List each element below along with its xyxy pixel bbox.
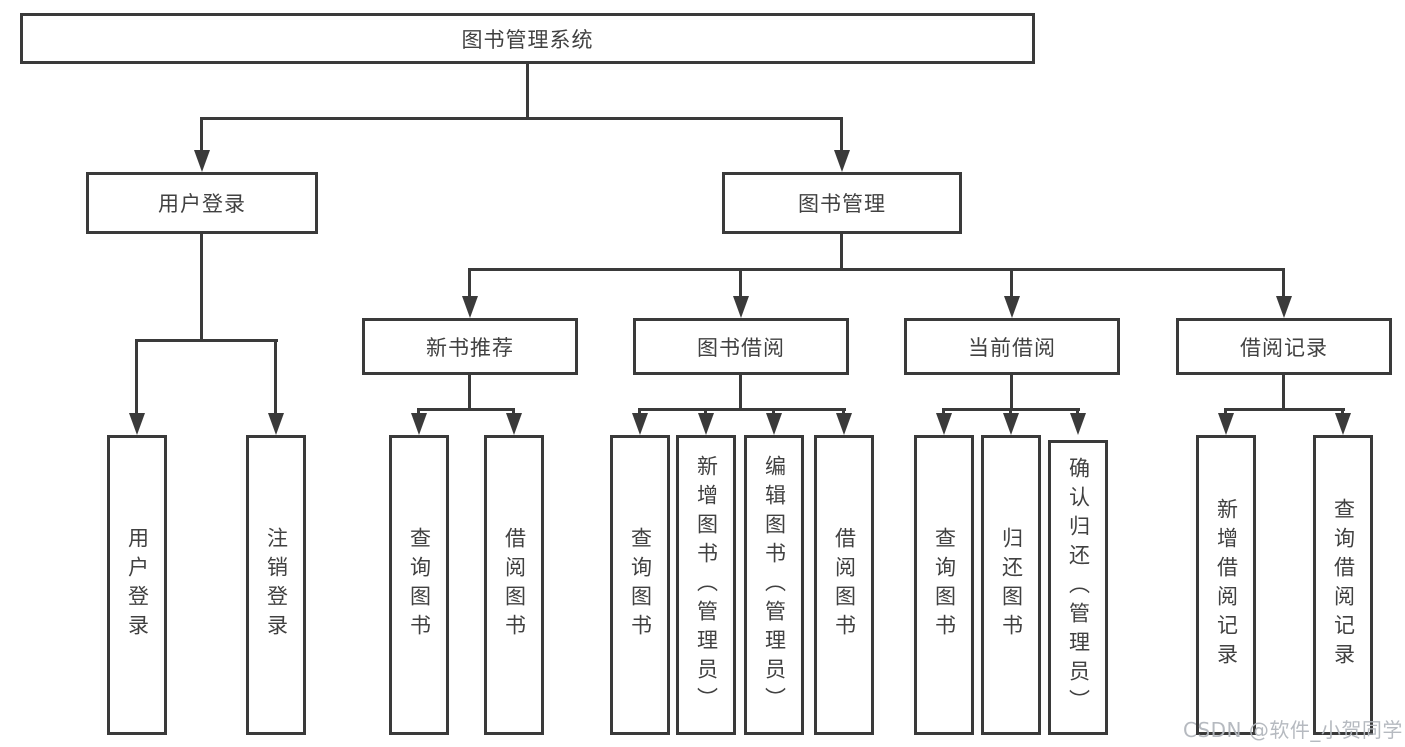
connector-line [512, 408, 515, 416]
arrow-down-icon [268, 413, 284, 435]
arrow-down-icon [632, 413, 648, 435]
connector-line [526, 64, 529, 117]
leaf-label: 借阅图书 [832, 527, 857, 643]
node-borrow-records: 借阅记录 [1176, 318, 1392, 375]
leaf-add-borrow-record: 新增借阅记录 [1196, 435, 1256, 735]
node-user-login: 用户登录 [86, 172, 318, 234]
connector-line [135, 339, 138, 413]
connector-line [417, 408, 515, 411]
arrow-down-icon [834, 150, 850, 172]
connector-line [468, 268, 471, 296]
connector-line [1010, 268, 1013, 296]
leaf-label: 确认归还（管理员） [1066, 457, 1091, 718]
arrow-down-icon [733, 296, 749, 318]
leaf-label: 注销登录 [264, 527, 289, 643]
arrow-down-icon [1218, 413, 1234, 435]
node-label: 图书管理系统 [461, 27, 594, 52]
connector-line [1010, 375, 1013, 408]
connector-line [842, 408, 845, 416]
arrow-down-icon [194, 150, 210, 172]
connector-line [274, 339, 277, 413]
leaf-confirm-return-admin: 确认归还（管理员） [1048, 440, 1108, 735]
leaf-label: 新增图书（管理员） [694, 454, 719, 716]
connector-line [135, 339, 278, 342]
node-label: 用户登录 [158, 192, 246, 216]
connector-line [417, 408, 420, 416]
arrow-down-icon [1003, 413, 1019, 435]
arrow-down-icon [506, 413, 522, 435]
node-label: 当前借阅 [968, 335, 1056, 360]
node-current-borrow: 当前借阅 [904, 318, 1120, 375]
connector-line [1224, 408, 1345, 411]
connector-line [739, 268, 742, 296]
connector-line [638, 408, 846, 411]
connector-line [739, 375, 742, 408]
connector-line [704, 408, 707, 416]
leaf-borrow-book-recommend: 借阅图书 [484, 435, 544, 735]
leaf-add-book-admin: 新增图书（管理员） [676, 435, 736, 735]
node-new-book-recommend: 新书推荐 [362, 318, 578, 375]
leaf-query-borrow-record: 查询借阅记录 [1313, 435, 1373, 735]
arrow-down-icon [698, 413, 714, 435]
arrow-down-icon [411, 413, 427, 435]
arrow-down-icon [1004, 296, 1020, 318]
leaf-label: 新增借阅记录 [1214, 498, 1239, 672]
connector-line [200, 117, 843, 120]
leaf-label: 查询图书 [932, 527, 957, 643]
node-label: 借阅记录 [1240, 335, 1328, 360]
leaf-label: 查询借阅记录 [1331, 498, 1356, 672]
connector-line [772, 408, 775, 416]
arrow-down-icon [462, 296, 478, 318]
connector-line [1341, 408, 1344, 416]
leaf-edit-book-admin: 编辑图书（管理员） [744, 435, 804, 735]
node-label: 新书推荐 [426, 335, 514, 360]
arrow-down-icon [836, 413, 852, 435]
arrow-down-icon [936, 413, 952, 435]
leaf-logout: 注销登录 [246, 435, 306, 735]
connector-line [1009, 408, 1012, 416]
leaf-query-book-recommend: 查询图书 [389, 435, 449, 735]
connector-line [1076, 408, 1079, 416]
leaf-label: 查询图书 [628, 527, 653, 643]
arrow-down-icon [766, 413, 782, 435]
node-label: 图书借阅 [697, 335, 785, 360]
leaf-query-book-current: 查询图书 [914, 435, 974, 735]
leaf-borrow-book: 借阅图书 [814, 435, 874, 735]
leaf-user-login: 用户登录 [107, 435, 167, 735]
connector-line [1282, 268, 1285, 296]
leaf-query-book-borrow: 查询图书 [610, 435, 670, 735]
connector-line [200, 234, 203, 339]
leaf-return-book: 归还图书 [981, 435, 1041, 735]
leaf-label: 归还图书 [999, 527, 1024, 643]
connector-line [840, 117, 843, 152]
leaf-label: 借阅图书 [502, 527, 527, 643]
node-label: 图书管理 [798, 192, 886, 216]
arrow-down-icon [1276, 296, 1292, 318]
arrow-down-icon [1335, 413, 1351, 435]
node-book-borrow: 图书借阅 [633, 318, 849, 375]
connector-line [942, 408, 945, 416]
node-book-management: 图书管理 [722, 172, 962, 234]
arrow-down-icon [1070, 413, 1086, 435]
connector-line [200, 117, 203, 152]
arrow-down-icon [129, 413, 145, 435]
connector-line [1224, 408, 1227, 416]
connector-line [840, 234, 843, 268]
csdn-watermark: CSDN @软件_小贺同学 [1183, 718, 1403, 742]
connector-line [1282, 375, 1285, 408]
node-library-management-system: 图书管理系统 [20, 13, 1035, 64]
connector-line [638, 408, 641, 416]
leaf-label: 查询图书 [407, 527, 432, 643]
connector-line [468, 268, 1285, 271]
connector-line [468, 375, 471, 408]
leaf-label: 用户登录 [125, 527, 150, 643]
leaf-label: 编辑图书（管理员） [762, 454, 787, 716]
